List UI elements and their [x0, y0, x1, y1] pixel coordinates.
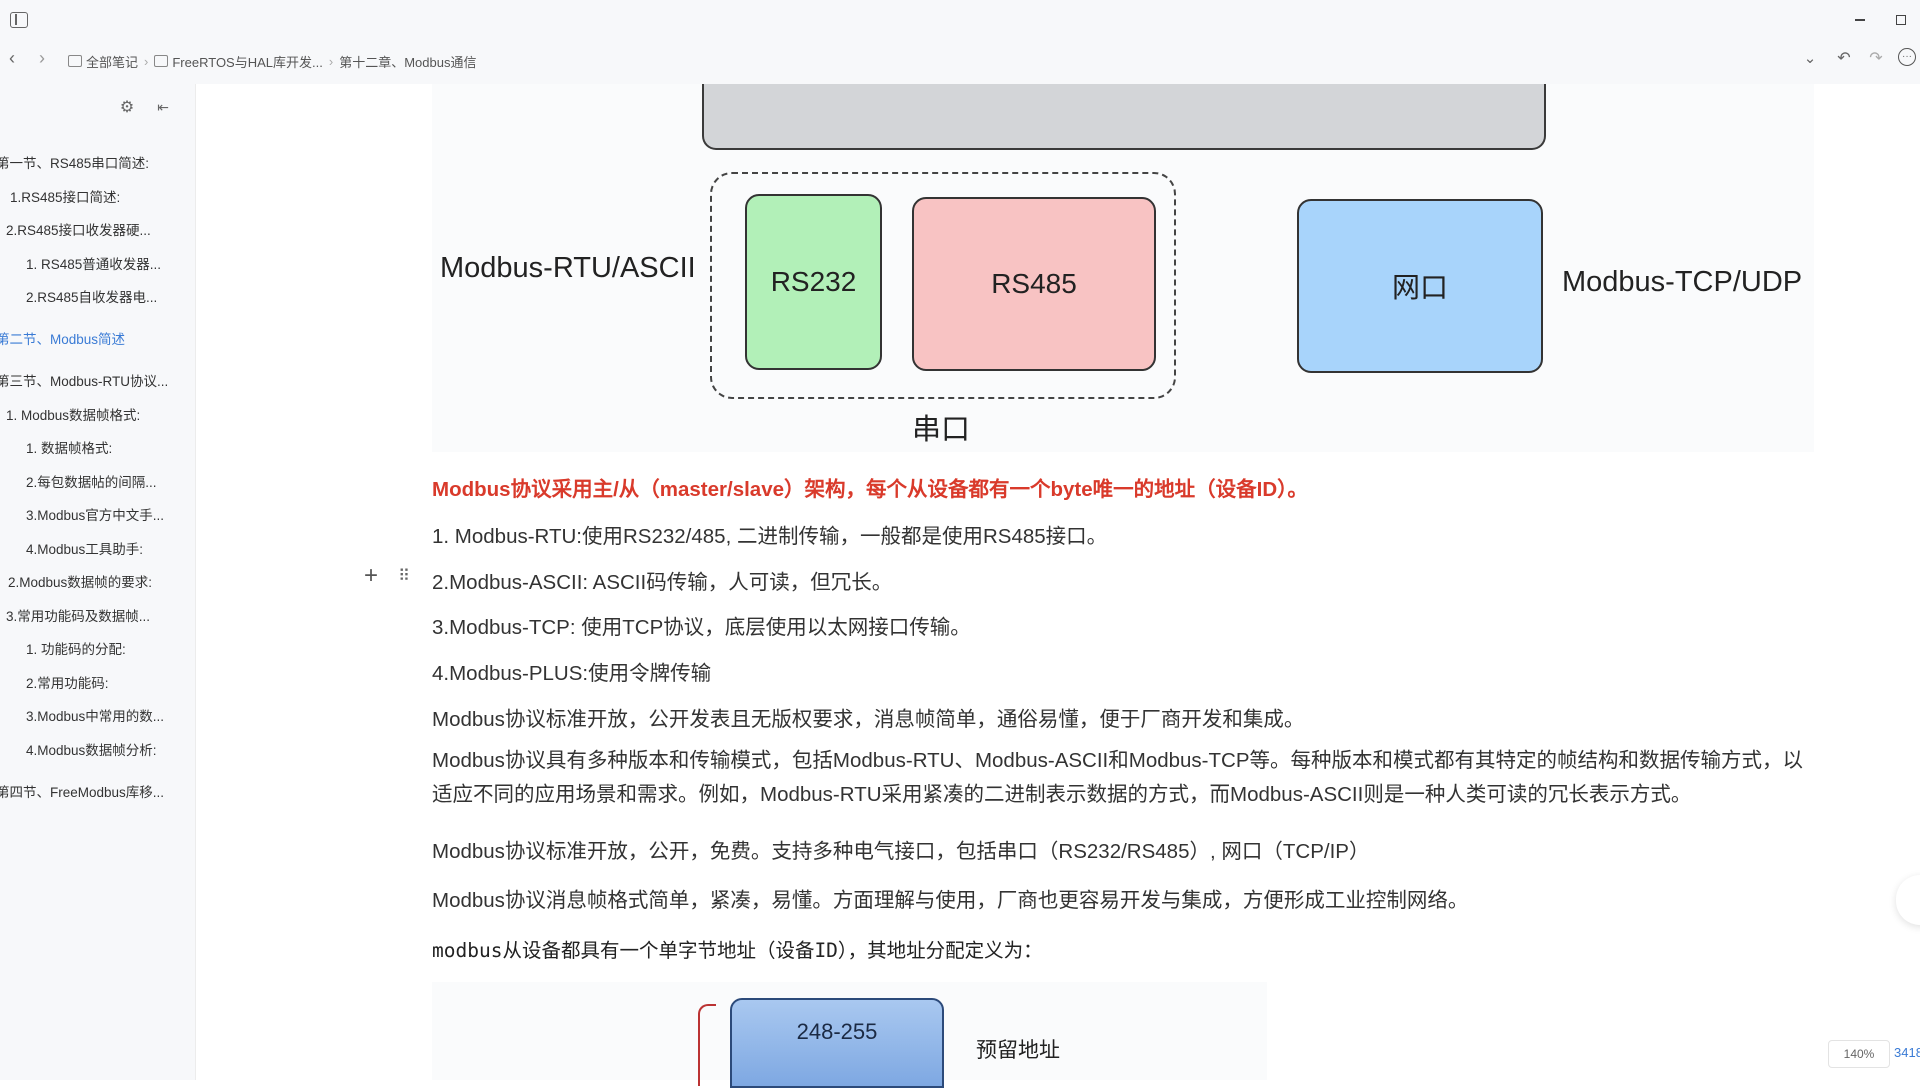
list-item-tcp: 3.Modbus-TCP: 使用TCP协议，底层使用以太网接口传输。	[432, 616, 971, 639]
network-port-box: 网口	[1297, 199, 1543, 373]
rs232-box: RS232	[745, 194, 882, 370]
list-item-rtu: 1. Modbus-RTU:使用RS232/485, 二进制传输，一般都是使用R…	[432, 525, 1108, 548]
chevron-right-icon: ›	[144, 53, 149, 69]
toc-item[interactable]: 1. 数据帧格式:	[26, 441, 113, 456]
collapse-sidebar-icon[interactable]: ⇤	[157, 98, 169, 115]
toc-item[interactable]: 4.Modbus工具助手:	[26, 542, 144, 557]
address-bracket	[698, 1004, 716, 1086]
outline-sidebar: ⚙ ⇤ 第一节、RS485串口简述: 1.RS485接口简述: 2.RS485接…	[0, 84, 196, 1080]
toc-item[interactable]: 3.常用功能码及数据帧...	[6, 609, 151, 624]
paragraph-interfaces: Modbus协议标准开放，公开，免费。支持多种电气接口，包括串口（RS232/R…	[432, 840, 1370, 863]
title-bar	[0, 0, 1920, 40]
serial-group	[710, 172, 1176, 399]
toc-item[interactable]: 1. 功能码的分配:	[26, 642, 126, 657]
toc-item[interactable]: 第四节、FreeModbus库移...	[0, 785, 165, 800]
toc-item[interactable]: 2.Modbus数据帧的要求:	[8, 575, 153, 590]
word-count: 3418	[1894, 1045, 1920, 1060]
breadcrumb-item-all-notes[interactable]: 全部笔记	[68, 52, 138, 71]
toc-item[interactable]: 1. Modbus数据帧格式:	[6, 408, 141, 423]
toc-item[interactable]: 2.每包数据帖的间隔...	[26, 475, 157, 490]
list-item-plus: 4.Modbus-PLUS:使用令牌传输	[432, 662, 712, 685]
toc-item[interactable]: 第三节、Modbus-RTU协议...	[0, 374, 169, 389]
paragraph-message-frame: Modbus协议消息帧格式简单，紧凑，易懂。方面理解与使用，厂商也更容易开发与集…	[432, 889, 1469, 912]
toc-item[interactable]: 1.RS485接口简述:	[10, 190, 121, 205]
breadcrumb: 全部笔记 › FreeRTOS与HAL库开发... › 第十二章、Modbus通…	[68, 51, 476, 71]
toc-item[interactable]: 第一节、RS485串口简述:	[0, 156, 150, 171]
chevron-down-icon[interactable]: ⌄	[1803, 50, 1817, 67]
add-block-icon[interactable]: +	[363, 562, 378, 589]
toc-item-active[interactable]: 第二节、Modbus简述	[0, 332, 126, 347]
toc-item[interactable]: 3.Modbus官方中文手...	[26, 508, 165, 523]
architecture-heading: Modbus协议采用主/从（master/slave）架构，每个从设备都有一个b…	[432, 478, 1308, 501]
toc-item[interactable]: 2.常用功能码:	[26, 676, 109, 691]
breadcrumb-item-current[interactable]: 第十二章、Modbus通信	[339, 54, 477, 70]
modbus-rtu-ascii-label: Modbus-RTU/ASCII	[440, 252, 696, 284]
paragraph-open-standard: Modbus协议标准开放，公开发表且无版权要求，消息帧简单，通俗易懂，便于厂商开…	[432, 708, 1305, 731]
toc-item[interactable]: 4.Modbus数据帧分析:	[26, 743, 157, 758]
redo-icon[interactable]: ↷	[1869, 50, 1883, 67]
drag-handle-icon[interactable]: ⠿	[398, 567, 412, 585]
more-icon[interactable]: ···	[1898, 48, 1916, 66]
minimize-icon[interactable]	[1850, 12, 1870, 28]
list-item-ascii: 2.Modbus-ASCII: ASCII码传输，人可读，但冗长。	[432, 571, 893, 594]
toc-item[interactable]: 2.RS485接口收发器硬...	[6, 223, 151, 238]
paragraph-versions: Modbus协议具有多种版本和传输模式，包括Modbus-RTU、Modbus-…	[432, 749, 1804, 806]
rs485-box: RS485	[912, 197, 1156, 371]
serial-label: 串口	[912, 414, 971, 446]
back-icon[interactable]: ‹	[9, 47, 15, 68]
folder-icon	[68, 54, 82, 67]
breadcrumb-item-notebook[interactable]: FreeRTOS与HAL库开发...	[154, 52, 323, 71]
restore-icon[interactable]	[1893, 12, 1909, 28]
toc-item[interactable]: 2.RS485自收发器电...	[26, 290, 158, 305]
sidebar-toggle-icon[interactable]	[10, 12, 28, 28]
diagram-top-box	[702, 84, 1546, 150]
chevron-right-icon: ›	[328, 53, 334, 69]
settings-icon[interactable]: ⚙	[119, 99, 135, 116]
reserved-address-label: 预留地址	[976, 1039, 1060, 1062]
toc-item[interactable]: 1. RS485普通收发器...	[26, 257, 162, 272]
nav-bar	[0, 40, 1920, 84]
folder-icon	[154, 54, 169, 67]
modbus-tcp-udp-label: Modbus-TCP/UDP	[1562, 266, 1803, 298]
undo-icon[interactable]: ↶	[1837, 50, 1851, 67]
reserved-range-box: 248-255	[730, 998, 944, 1088]
toc-item[interactable]: 3.Modbus中常用的数...	[26, 709, 165, 724]
forward-icon[interactable]: ›	[39, 47, 45, 68]
paragraph-address: modbus从设备都具有一个单字节地址（设备ID），其地址分配定义为：	[432, 939, 1043, 962]
zoom-level[interactable]: 140%	[1828, 1040, 1890, 1068]
